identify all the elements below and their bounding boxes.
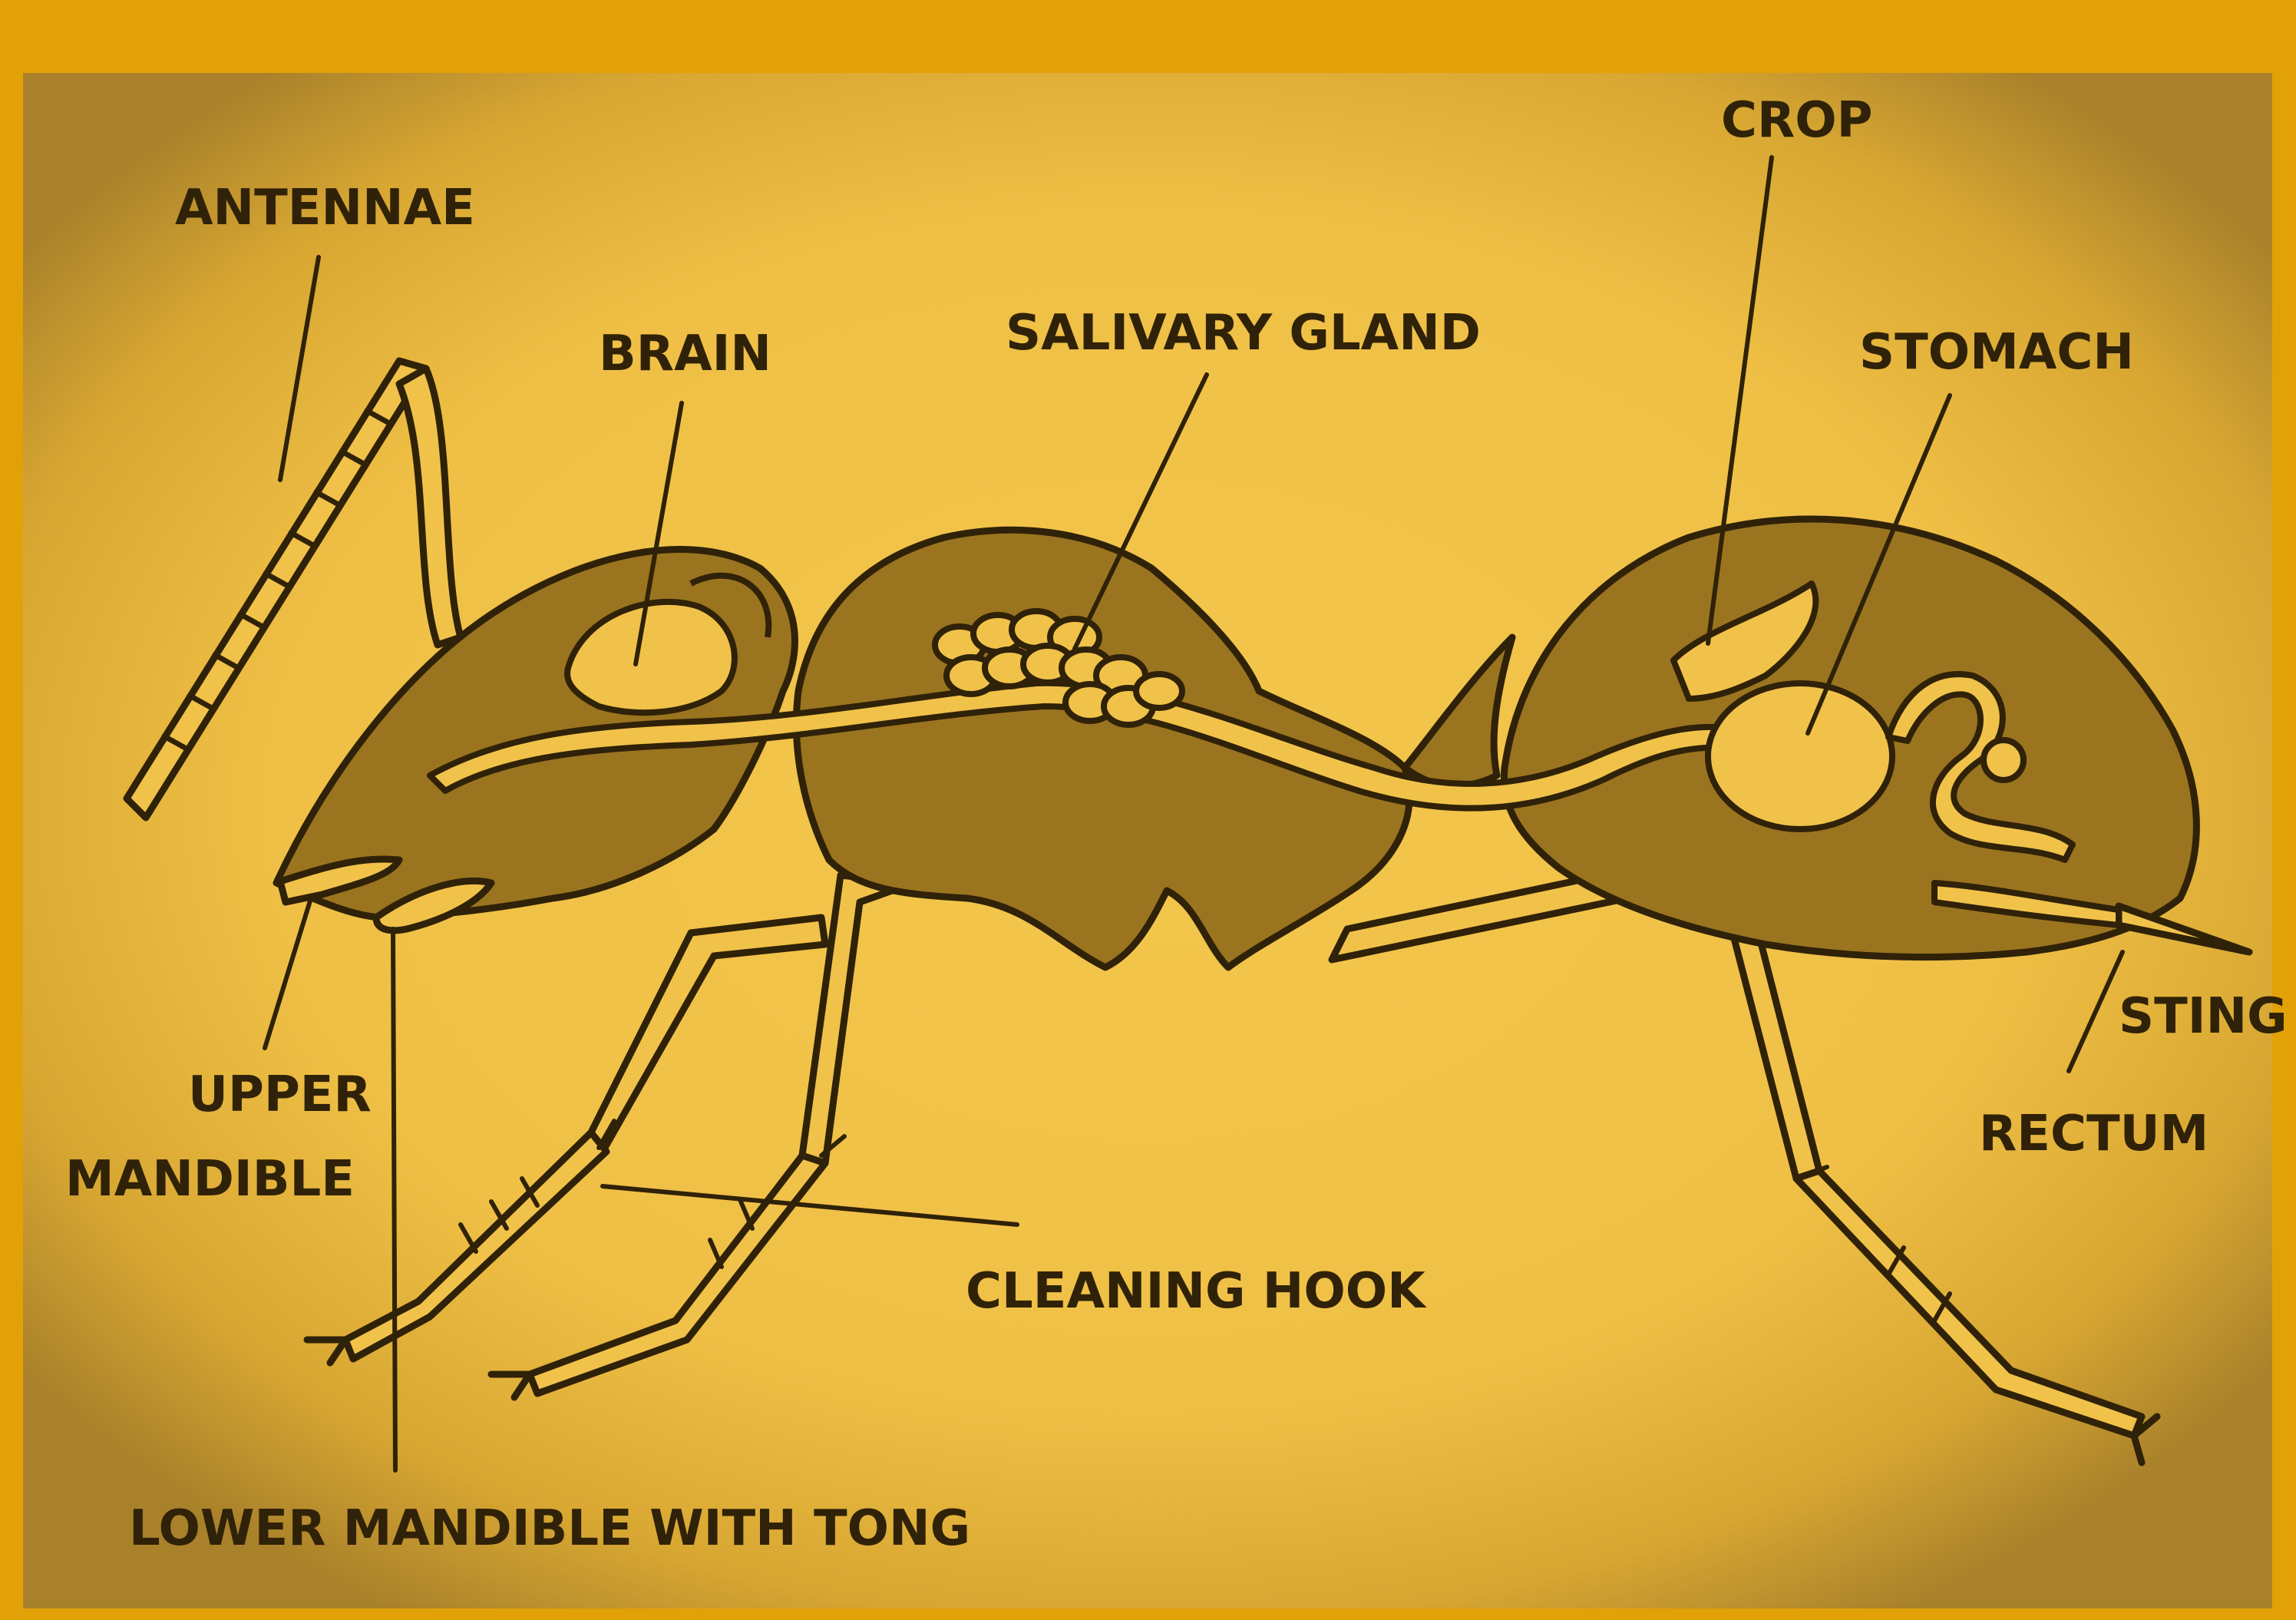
- label-sting: STING: [2119, 988, 2288, 1045]
- label-cleaning-hook: CLEANING HOOK: [966, 1263, 1427, 1320]
- label-upper-mandible-line1: UPPER: [188, 1066, 372, 1123]
- label-stomach: STOMACH: [1859, 324, 2134, 381]
- label-crop: CROP: [1721, 92, 1873, 149]
- leader-lower-mandible: [393, 929, 395, 1470]
- label-antennae: ANTENNAE: [175, 180, 475, 236]
- label-upper-mandible-line2: MANDIBLE: [65, 1151, 355, 1208]
- label-rectum: RECTUM: [1979, 1106, 2208, 1162]
- gaster-spot: [1984, 740, 2023, 780]
- label-brain: BRAIN: [599, 326, 771, 382]
- label-salivary-gland: SALIVARY GLAND: [1006, 305, 1481, 362]
- stomach: [1708, 683, 1892, 829]
- label-lower-mandible: LOWER MANDIBLE WITH TONG: [129, 1500, 970, 1557]
